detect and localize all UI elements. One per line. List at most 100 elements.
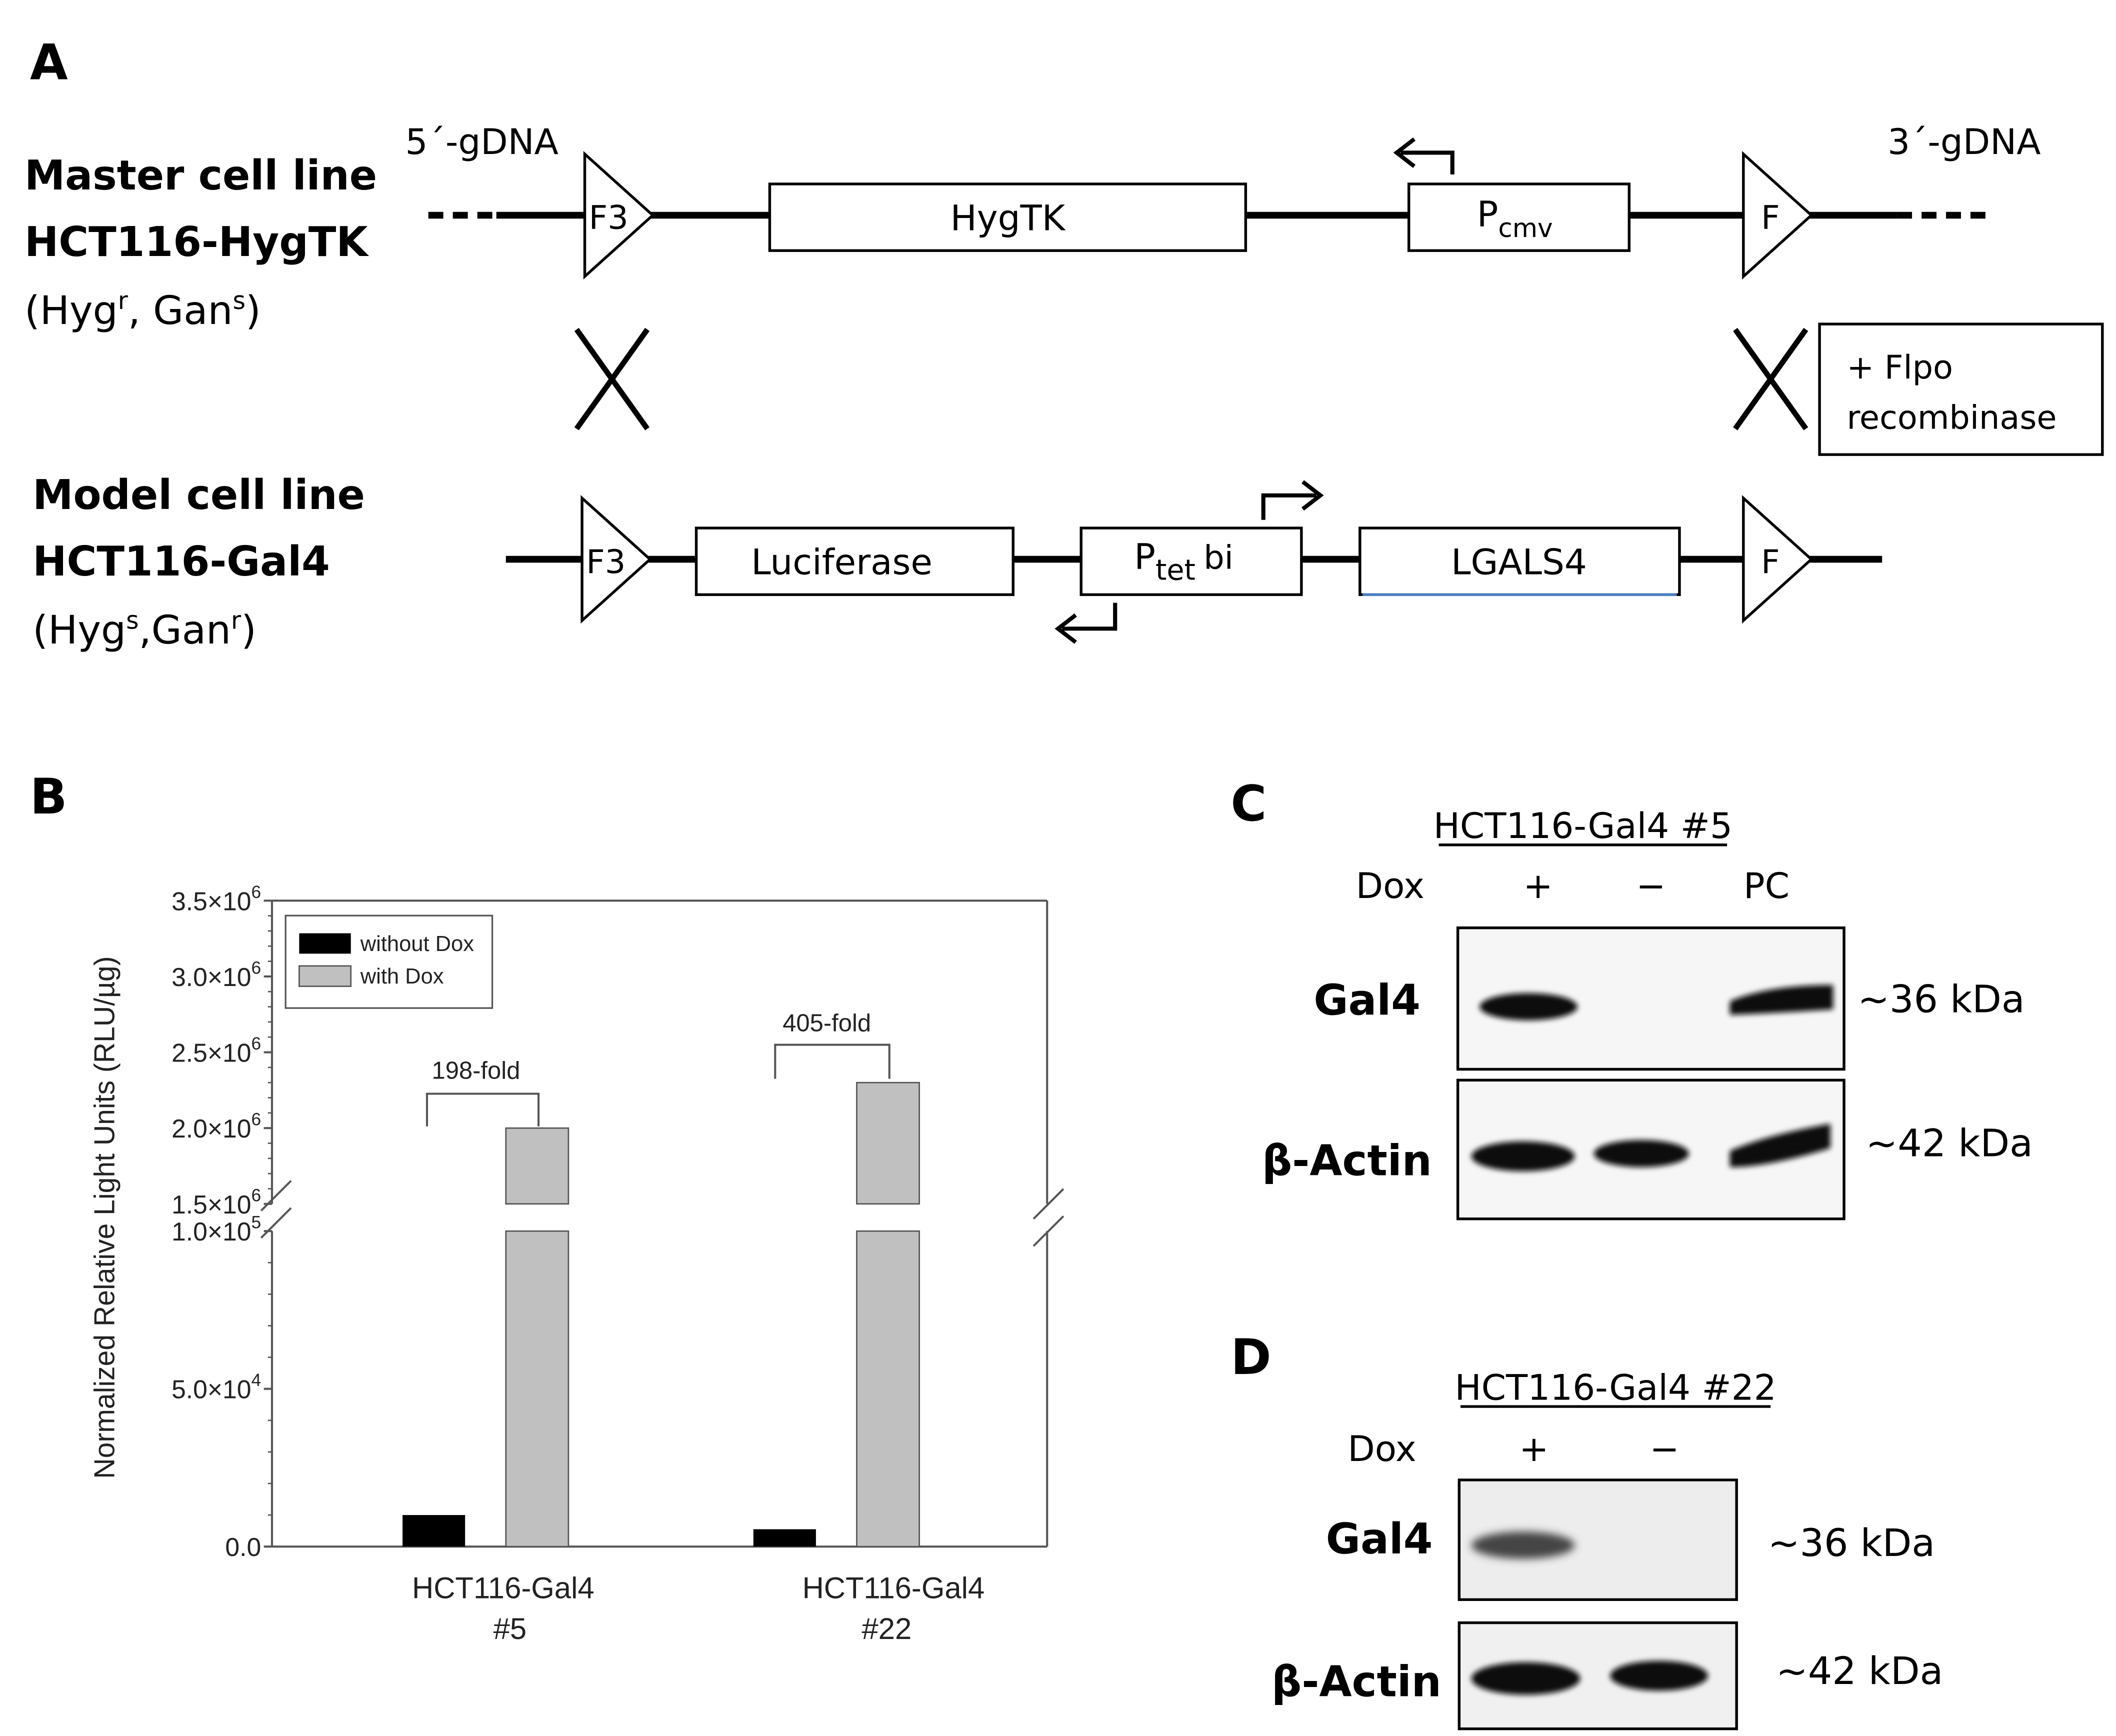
blot-c-actin-size: ~42 kDa: [1866, 1121, 2033, 1166]
model-frt-f3-triangle: [580, 495, 652, 624]
blot-d-actin-band-minus: [1610, 1660, 1708, 1691]
fold-bracket-5: [426, 1092, 540, 1126]
blot-d-dox-label: Dox: [1348, 1428, 1416, 1470]
frt-f-triangle: [1742, 151, 1814, 280]
pcmv-arrow: [1400, 150, 1454, 174]
axis-break-right-1: [1032, 1188, 1064, 1220]
blot-d-gal4-label: Gal4: [1326, 1514, 1433, 1564]
blot-d-lane-minus: −: [1650, 1428, 1679, 1470]
blot-c-actin-band-plus: [1471, 1141, 1575, 1172]
fold-label-22: 405-fold: [782, 1010, 871, 1036]
blot-d-gal4-band-plus: [1471, 1532, 1575, 1559]
cross-right: [1733, 328, 1808, 430]
frt-f3-label: F3: [589, 199, 628, 237]
blot-c-gal4-band-plus: [1480, 993, 1578, 1020]
master-title: Master cell line: [24, 152, 377, 200]
model-name: HCT116-Gal4: [32, 538, 330, 586]
bar-without-dox-0: [402, 1515, 466, 1547]
blot-c-lane-plus: +: [1523, 865, 1552, 906]
blot-c-gal4-band-pc: [1730, 984, 1834, 1015]
bar-without-dox-1: [753, 1529, 816, 1547]
panel-label-d: D: [1230, 1329, 1271, 1386]
upper-y-tick-label: 2.0×106: [172, 1110, 261, 1143]
blot-c-clone-label: HCT116-Gal4 #5: [1434, 805, 1732, 846]
legend-box: [284, 914, 494, 1009]
lower-y-tick-label: 5.0×104: [172, 1370, 261, 1404]
blot-d-actin-label: β-Actin: [1272, 1657, 1442, 1706]
bar-upper-with-dox-1: [856, 1082, 920, 1205]
pcmv-box: [1407, 182, 1631, 252]
legend-swatch-with: [298, 965, 352, 987]
pcmv-label: Pcmv: [1477, 193, 1553, 244]
bars: [402, 1082, 920, 1548]
category-label-22-line1: HCT116-Gal4: [802, 1572, 985, 1605]
blot-d-clone-label: HCT116-Gal4 #22: [1455, 1366, 1776, 1408]
bar-lower-with-dox-1: [856, 1230, 920, 1548]
blot-c-gal4-label: Gal4: [1314, 976, 1420, 1025]
category-label-5-line2: #5: [494, 1612, 527, 1646]
upper-y-tick-label: 3.0×106: [172, 958, 261, 991]
hygtk-label: HygTK: [950, 197, 1066, 238]
ptet-arrow-right-head: [1302, 480, 1324, 511]
panel-d: D HCT116-Gal4 #22 Dox + − Gal4 ~36 kDa β…: [1230, 1329, 1943, 1730]
upper-y-tick-label: 2.5×106: [172, 1034, 261, 1067]
recombinase-line1: + Flpo: [1846, 348, 1952, 386]
ptet-arrow-right: [1261, 493, 1316, 520]
panel-a: A Master cell line HCT116-HygTK (Hygr, G…: [24, 34, 2104, 653]
master-markers: (Hygr, Gans): [24, 286, 261, 334]
legend-swatch-without: [299, 933, 351, 954]
blot-c-actin-band-pc: [1730, 1124, 1830, 1168]
blot-d-gal4-size: ~36 kDa: [1768, 1520, 1935, 1565]
master-name: HCT116-HygTK: [24, 218, 369, 266]
blot-d-actin-size: ~42 kDa: [1776, 1648, 1943, 1693]
blot-c-dox-label: Dox: [1356, 865, 1424, 906]
ptet-arrow-left: [1062, 602, 1118, 631]
legend-label-without: without Dox: [360, 932, 474, 956]
blot-c-gal4-size: ~36 kDa: [1858, 976, 2024, 1021]
panel-b: B Normalized Relative Light Units (RLU/µ…: [30, 768, 1064, 1646]
fold-bracket-22: [774, 1044, 890, 1079]
bar-upper-with-dox-0: [505, 1127, 570, 1205]
frt-f3-triangle: [583, 151, 655, 280]
gdna-5-label: 5´-gDNA: [405, 121, 558, 162]
category-label-5-line1: HCT116-Gal4: [412, 1572, 594, 1605]
ptet-box: [1080, 526, 1303, 596]
axis-break-right-2: [1032, 1215, 1064, 1247]
lower-y-tick-label: 0.0: [225, 1532, 261, 1562]
fold-label-5: 198-fold: [432, 1058, 520, 1084]
cross-left: [574, 328, 650, 430]
frt-f-label: F: [1761, 199, 1780, 237]
axis-break-left-2: [260, 1207, 292, 1239]
lower-y-tick-label: 1.0×105: [172, 1213, 261, 1246]
blot-c-lane-minus: −: [1636, 865, 1666, 906]
blot-d-lane-plus: +: [1519, 1428, 1548, 1470]
lgals4-label: LGALS4: [1451, 542, 1587, 583]
model-title: Model cell line: [32, 472, 365, 519]
panel-c: C HCT116-Gal4 #5 Dox + − PC Gal4 ~36 kDa…: [1230, 776, 2033, 1220]
luciferase-label: Luciferase: [751, 542, 932, 583]
upper-y-tick-label: 3.5×106: [172, 882, 261, 916]
pcmv-arrow-head: [1393, 137, 1416, 168]
bar-lower-with-dox-0: [505, 1230, 570, 1548]
legend-label-with: with Dox: [360, 964, 444, 988]
lgals4-box: [1358, 526, 1681, 596]
panel-label-a: A: [30, 34, 68, 92]
panel-label-c: C: [1230, 776, 1266, 832]
blot-c-actin-label: β-Actin: [1262, 1136, 1432, 1186]
gdna-3-label: 3´-gDNA: [1888, 121, 2040, 162]
model-markers: (Hygs,Ganr): [32, 606, 256, 653]
ptet-arrow-left-head: [1054, 613, 1077, 644]
model-frt-f3-label: F3: [586, 543, 626, 581]
y-axis-label: Normalized Relative Light Units (RLU/µg): [88, 956, 120, 1478]
recombinase-box: [1818, 322, 2104, 456]
recombinase-line2: recombinase: [1846, 399, 2056, 437]
upper-y-tick-label: 1.5×106: [172, 1186, 261, 1218]
axis-break-left-1: [260, 1180, 292, 1212]
hygtk-box: [768, 182, 1248, 252]
model-frt-f-triangle: [1742, 495, 1814, 624]
model-frt-f-label: F: [1761, 543, 1780, 581]
category-label-22-line2: #22: [862, 1612, 912, 1646]
